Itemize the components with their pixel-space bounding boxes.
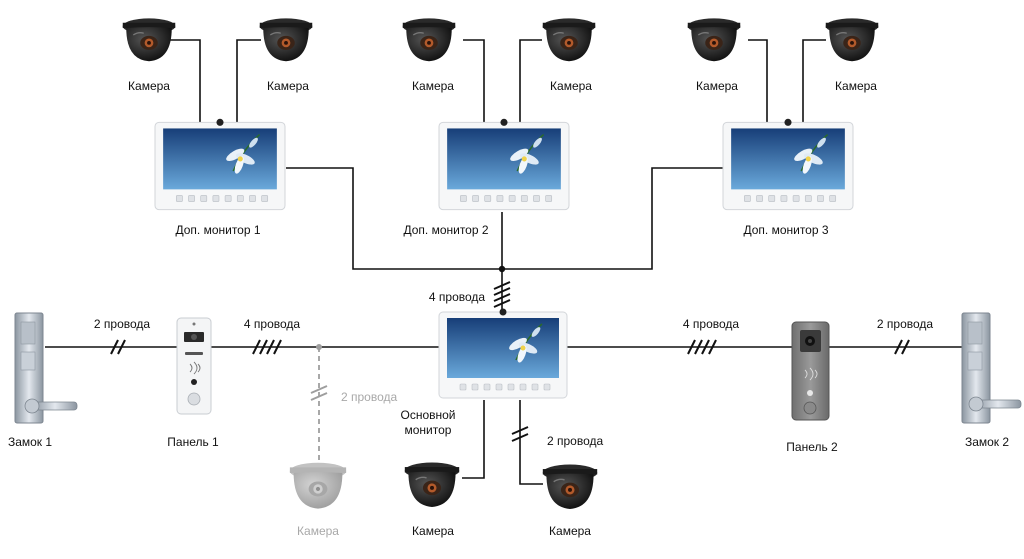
lock-1-label: Замок 1 xyxy=(7,435,53,449)
wire-slashes xyxy=(110,281,910,442)
camera-label: Камера xyxy=(835,79,877,93)
camera-icon xyxy=(825,17,879,62)
wire-cam1a xyxy=(161,39,201,122)
camera-icon xyxy=(687,17,741,62)
wires-label-cam-right: 2 провода xyxy=(547,434,604,448)
aux-monitor-2-icon xyxy=(438,118,570,211)
optional-wire-slashes xyxy=(310,385,328,401)
camera-label: Камера xyxy=(550,79,592,93)
main-monitor-label-line2: монитор xyxy=(404,423,452,437)
wire-main-cam-right xyxy=(519,400,543,485)
wire-cam1b xyxy=(236,39,261,122)
camera-icon xyxy=(402,17,456,62)
optional-junction-dot xyxy=(316,344,322,350)
camera-label: Камера xyxy=(412,79,454,93)
panel-2-icon xyxy=(791,321,830,421)
main-monitor-icon xyxy=(438,308,568,399)
wires-label-main-vertical: 4 провода xyxy=(428,290,486,304)
wires-label-lock1: 2 провода xyxy=(93,317,151,331)
wire-main-cam-left xyxy=(462,400,485,479)
panel-1-icon xyxy=(176,317,212,415)
junction-dot xyxy=(498,265,506,273)
aux-monitor-3-label: Доп. монитор 3 xyxy=(743,223,829,237)
wires-label-panel1: 4 провода xyxy=(243,317,301,331)
aux-monitor-2-label: Доп. монитор 2 xyxy=(403,223,489,237)
wire-cam3b xyxy=(802,39,826,122)
camera-icon xyxy=(404,461,460,508)
wire-cam3a xyxy=(748,39,768,122)
camera-label: Камера xyxy=(696,79,738,93)
aux-monitor-1-icon xyxy=(154,118,286,211)
camera-icon xyxy=(542,17,596,62)
camera-label: Камера xyxy=(412,524,454,538)
wire-cam2a xyxy=(463,39,485,122)
optional-camera-label: Камера xyxy=(297,524,339,538)
wire-cam2b xyxy=(519,39,542,122)
panel-2-label: Панель 2 xyxy=(786,440,838,454)
camera-label: Камера xyxy=(128,79,170,93)
camera-icon xyxy=(122,17,176,62)
camera-label: Камера xyxy=(267,79,309,93)
wires-label-panel2: 4 провода xyxy=(682,317,740,331)
panel-1-label: Панель 1 xyxy=(167,435,219,449)
wires-label-lock2: 2 провода xyxy=(876,317,934,331)
optional-camera-icon xyxy=(289,462,347,509)
aux-monitor-3-icon xyxy=(722,118,854,211)
lock-1-icon xyxy=(14,312,78,424)
camera-icon xyxy=(259,17,313,62)
camera-icon xyxy=(542,463,598,510)
camera-label: Камера xyxy=(549,524,591,538)
main-monitor-label-line1: Основной xyxy=(400,408,456,422)
lock-2-label: Замок 2 xyxy=(964,435,1010,449)
aux-monitor-1-label: Доп. монитор 1 xyxy=(175,223,261,237)
wires-label-optional: 2 провода xyxy=(341,390,398,404)
lock-2-icon xyxy=(961,312,1022,424)
main-monitor-label: Основной монитор xyxy=(400,408,455,438)
